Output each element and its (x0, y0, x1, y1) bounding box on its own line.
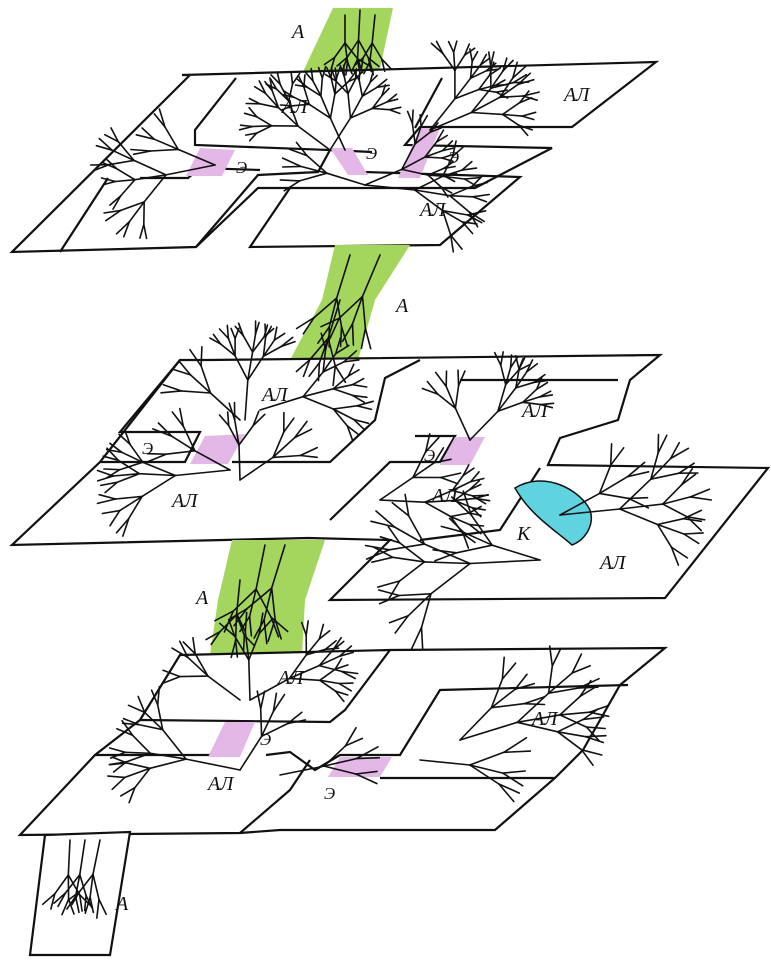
branch-line (326, 648, 339, 649)
plane-level-2 (12, 355, 768, 600)
branch-line (357, 758, 380, 759)
label-al-l2-lower-left: АЛ (170, 490, 199, 512)
branch-line (629, 498, 648, 499)
branch-line (228, 412, 229, 426)
branch-line (422, 628, 423, 650)
label-al-l2-upper-right: АЛ (520, 400, 549, 422)
label-a-bottom: А (114, 893, 129, 915)
artery-mid-segment-1 (290, 245, 410, 360)
label-e-l3-right: Э (324, 784, 335, 803)
branch-line (353, 324, 354, 345)
label-al-l3-right: АЛ (530, 708, 559, 730)
branch-line (449, 42, 454, 53)
branch-line (473, 197, 487, 202)
branch-line (227, 325, 228, 338)
branch-line (253, 126, 272, 127)
label-al-l2-mid-right: АЛ (430, 485, 459, 507)
branch-line (412, 110, 413, 123)
branch-line (125, 752, 150, 753)
label-al-l1-lower: АЛ (418, 199, 447, 221)
branch-line (344, 65, 345, 77)
branch-line (280, 180, 299, 181)
branch-line (472, 52, 477, 62)
branch-line (454, 41, 457, 52)
branch-line (358, 40, 359, 59)
artery-bottom-segment (30, 832, 130, 955)
branch-line (450, 196, 473, 197)
branch-line (431, 43, 443, 53)
label-e-l3-left: Э (260, 730, 271, 749)
label-e-l1-right: Э (448, 148, 459, 167)
branch-line (231, 328, 235, 338)
branch-line (411, 628, 421, 650)
label-e-l1-mid: Э (366, 144, 377, 163)
label-al-l3-upper: АЛ (276, 667, 305, 689)
label-al-l2-upper-left: АЛ (260, 384, 289, 406)
branch-line (331, 67, 332, 79)
label-al-l1-right: АЛ (562, 84, 591, 106)
artery-mid-segment-2 (210, 540, 325, 655)
branch-line (658, 435, 667, 453)
branch-line (306, 621, 308, 635)
branch-line (341, 327, 342, 347)
branch-line (243, 336, 252, 352)
branch-line (283, 166, 301, 167)
branch-line (359, 70, 360, 80)
branch-line (611, 448, 624, 465)
branch-line (265, 324, 266, 337)
label-al-l3-lower: АЛ (206, 773, 235, 795)
branch-line (104, 469, 120, 470)
branch-line (180, 676, 208, 677)
branch-line (450, 196, 469, 212)
label-e-l2-right: Э (424, 446, 435, 465)
branch-line (365, 328, 370, 348)
branch-line (611, 444, 612, 465)
branch-line (473, 195, 490, 197)
branch-line (420, 115, 421, 127)
label-al-l2-far-right: АЛ (598, 552, 627, 574)
branch-line (524, 704, 545, 705)
branch-line (586, 736, 606, 737)
branch-line (425, 157, 442, 158)
label-a-mid2: А (194, 587, 209, 609)
label-a-mid1: А (394, 295, 409, 317)
label-a-top: А (290, 21, 305, 43)
branch-line (239, 445, 240, 480)
branch-line (684, 533, 703, 534)
branch-line (201, 347, 202, 366)
label-al-l1-left: АЛ (280, 96, 309, 118)
branch-line (495, 85, 506, 86)
branch-line (458, 370, 459, 385)
branch-line (244, 635, 245, 650)
label-e-l1-left: Э (236, 158, 247, 177)
label-k: К (516, 523, 532, 545)
label-e-l2-left: Э (142, 439, 153, 458)
